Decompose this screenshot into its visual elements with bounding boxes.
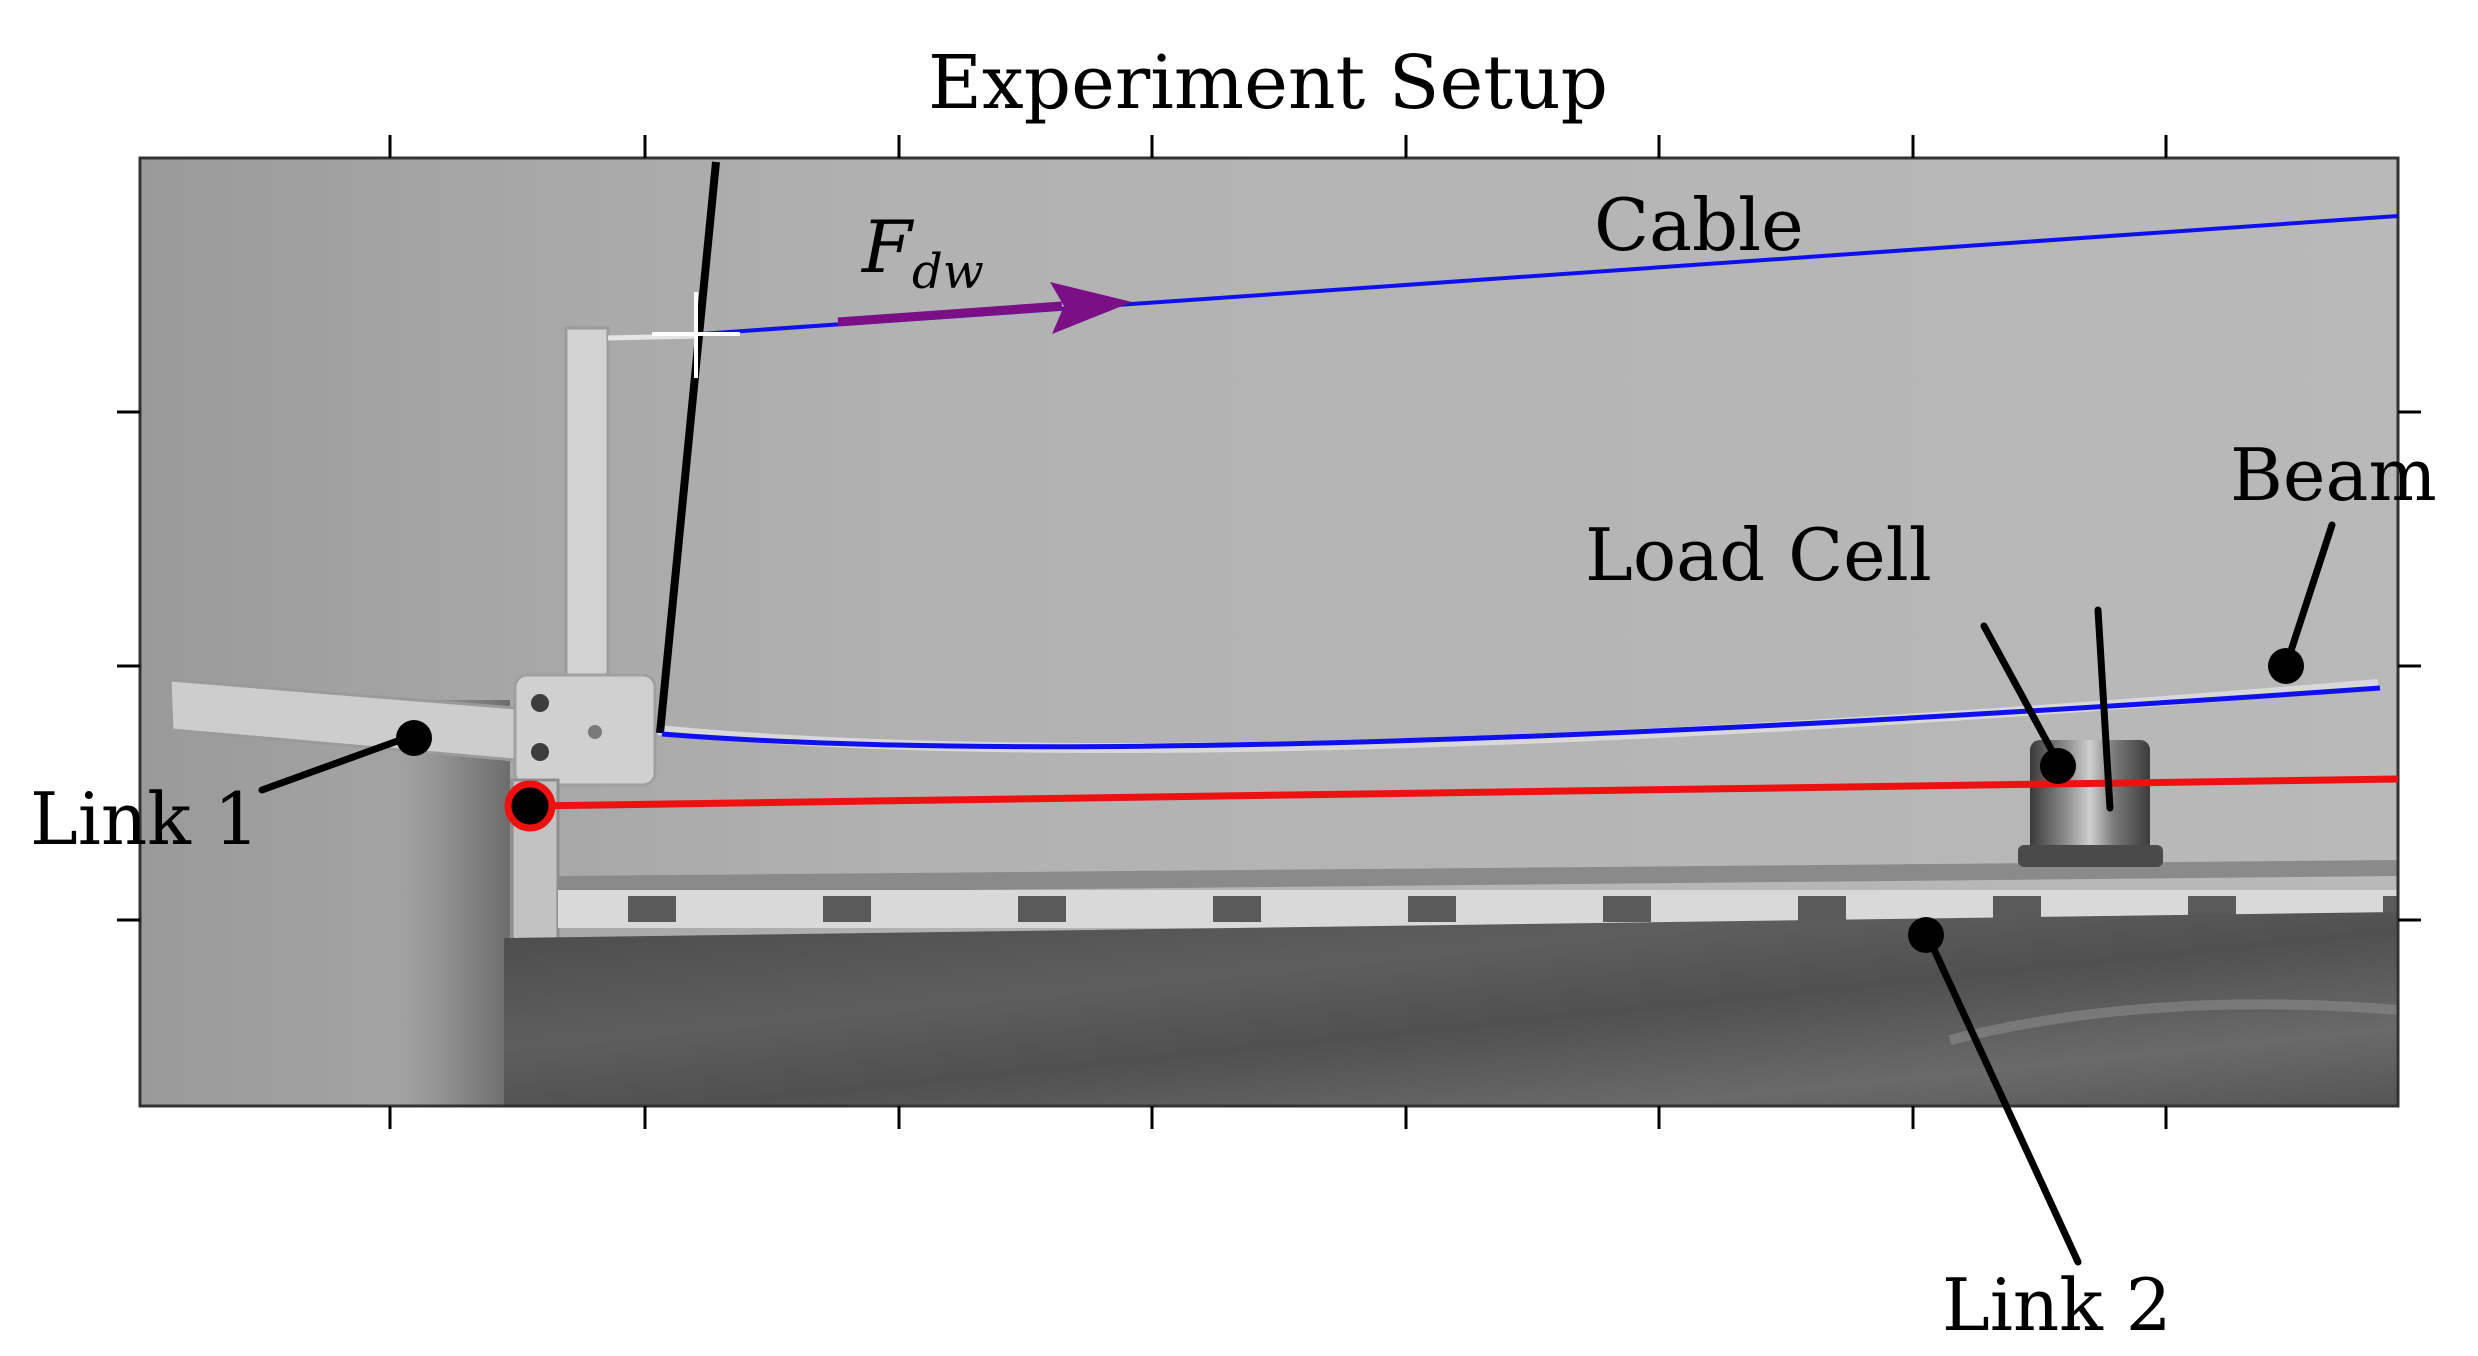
hub-bolt [531,694,549,712]
force-label: Fdw [860,205,984,300]
load-cell-base [2018,845,2163,867]
hub-bolt [531,743,549,761]
link2-label: Link 2 [1942,1263,2172,1347]
link2-marker [1908,917,1944,953]
beam-label: Beam [2230,433,2437,517]
ticks [117,135,2421,1129]
link1-marker [396,720,432,756]
beam-pointer [2282,521,2336,670]
plot-frame [138,156,2400,1108]
load-cell-pointer [1980,622,2062,766]
photo-area [140,158,2398,1106]
link2-pointer [1922,928,2082,1266]
shadow [390,700,510,1106]
link-joint-marker [504,780,556,832]
load-cell-pointer-2 [2094,606,2114,812]
block-reflection [1948,999,2398,1045]
force-arrow [837,282,1132,334]
cable-stub [607,333,701,341]
beam-marker [2268,648,2304,684]
link1-vertical-bar [564,326,610,680]
link2-block [504,912,2398,1106]
attachment-cross [652,292,740,378]
figure-title: Experiment Setup [928,40,1608,126]
load-cell-marker [2040,748,2076,784]
annotation-dots [396,648,2304,953]
link1-hub [513,673,657,787]
cable-label: Cable [1594,183,1804,267]
link1-pointer [258,731,418,794]
hub-bolt [588,725,602,739]
rail-top [558,860,2398,894]
annotation-pointers [258,521,2336,1266]
link1-label: Link 1 [30,777,260,861]
link2-line [529,775,2399,810]
vertical-beam-line [656,161,720,734]
load-cell-label: Load Cell [1585,513,1932,597]
